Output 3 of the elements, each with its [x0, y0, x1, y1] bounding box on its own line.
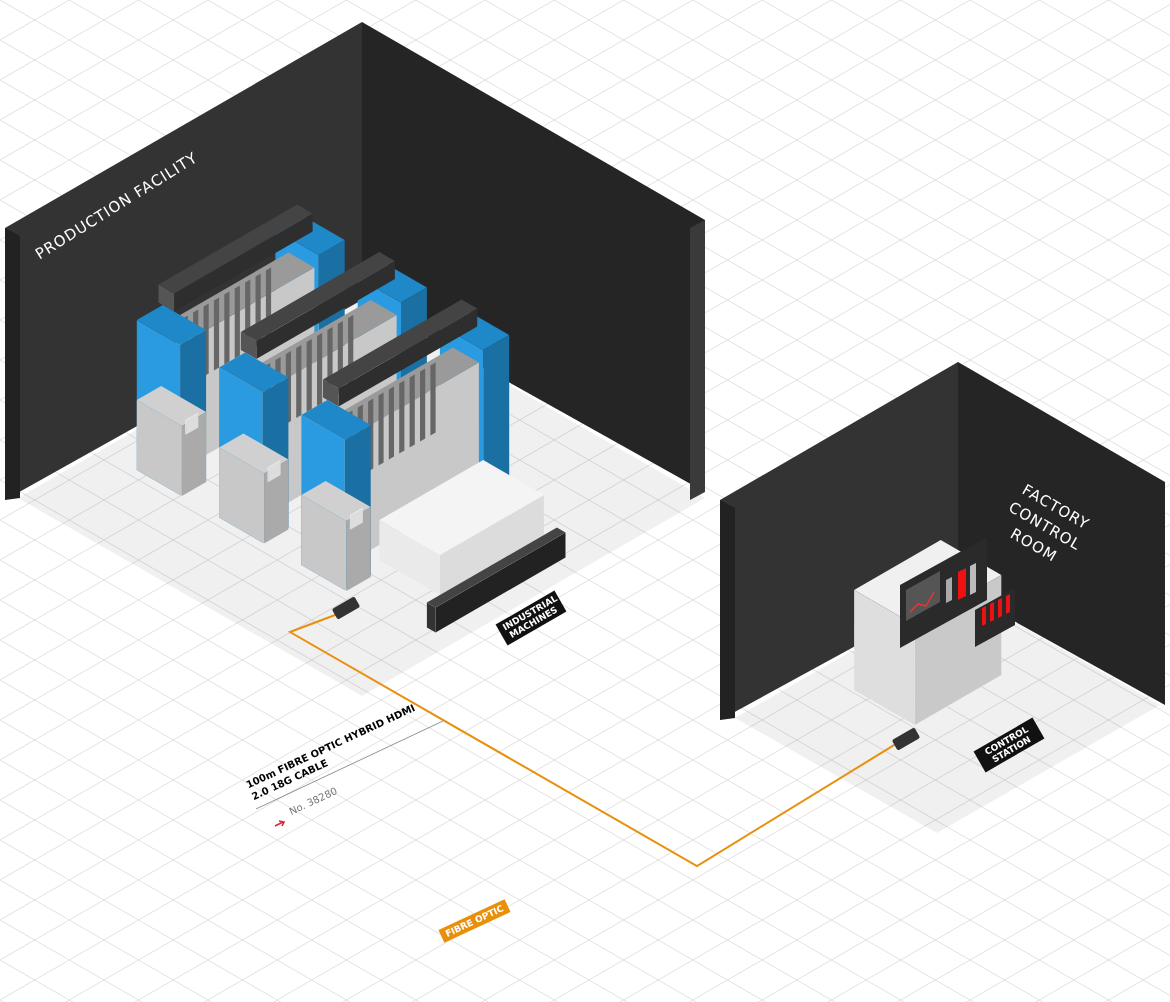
fibre-cable [287, 613, 896, 868]
leader-line [255, 720, 444, 810]
converter-box [891, 727, 921, 751]
